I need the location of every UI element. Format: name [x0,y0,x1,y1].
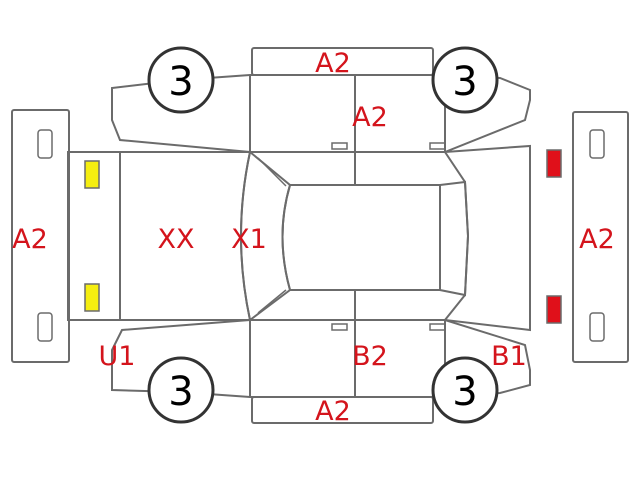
headlight-top [84,160,100,189]
taillight-bottom [546,295,562,324]
label-roof-top: A2 [315,48,351,79]
label-front-left-corner: U1 [99,341,136,372]
headlight-bottom [84,283,100,312]
label-door-top: A2 [352,102,388,133]
wheel-rear-bottom: 3 [431,356,499,424]
label-rear-right-corner: B1 [491,341,527,372]
body-side-bottom [111,290,531,398]
wheel-front-top-number: 3 [168,59,193,105]
label-rear-end: A2 [579,224,615,255]
wheel-rear-bottom-number: 3 [452,369,477,415]
wheel-rear-top: 3 [431,46,499,114]
wheel-front-bottom-number: 3 [168,369,193,415]
wheel-rear-top-number: 3 [452,59,477,105]
body-top-view [67,144,531,332]
label-front-end: A2 [12,224,48,255]
label-door-bottom: B2 [352,341,388,372]
wheel-front-top: 3 [147,46,215,114]
taillight-top [546,149,562,178]
wheel-front-bottom: 3 [147,356,215,424]
label-hood: XX [158,224,195,255]
rear-bumper [572,111,629,363]
label-roof-bottom: A2 [315,396,351,427]
label-windshield: X1 [231,224,267,255]
